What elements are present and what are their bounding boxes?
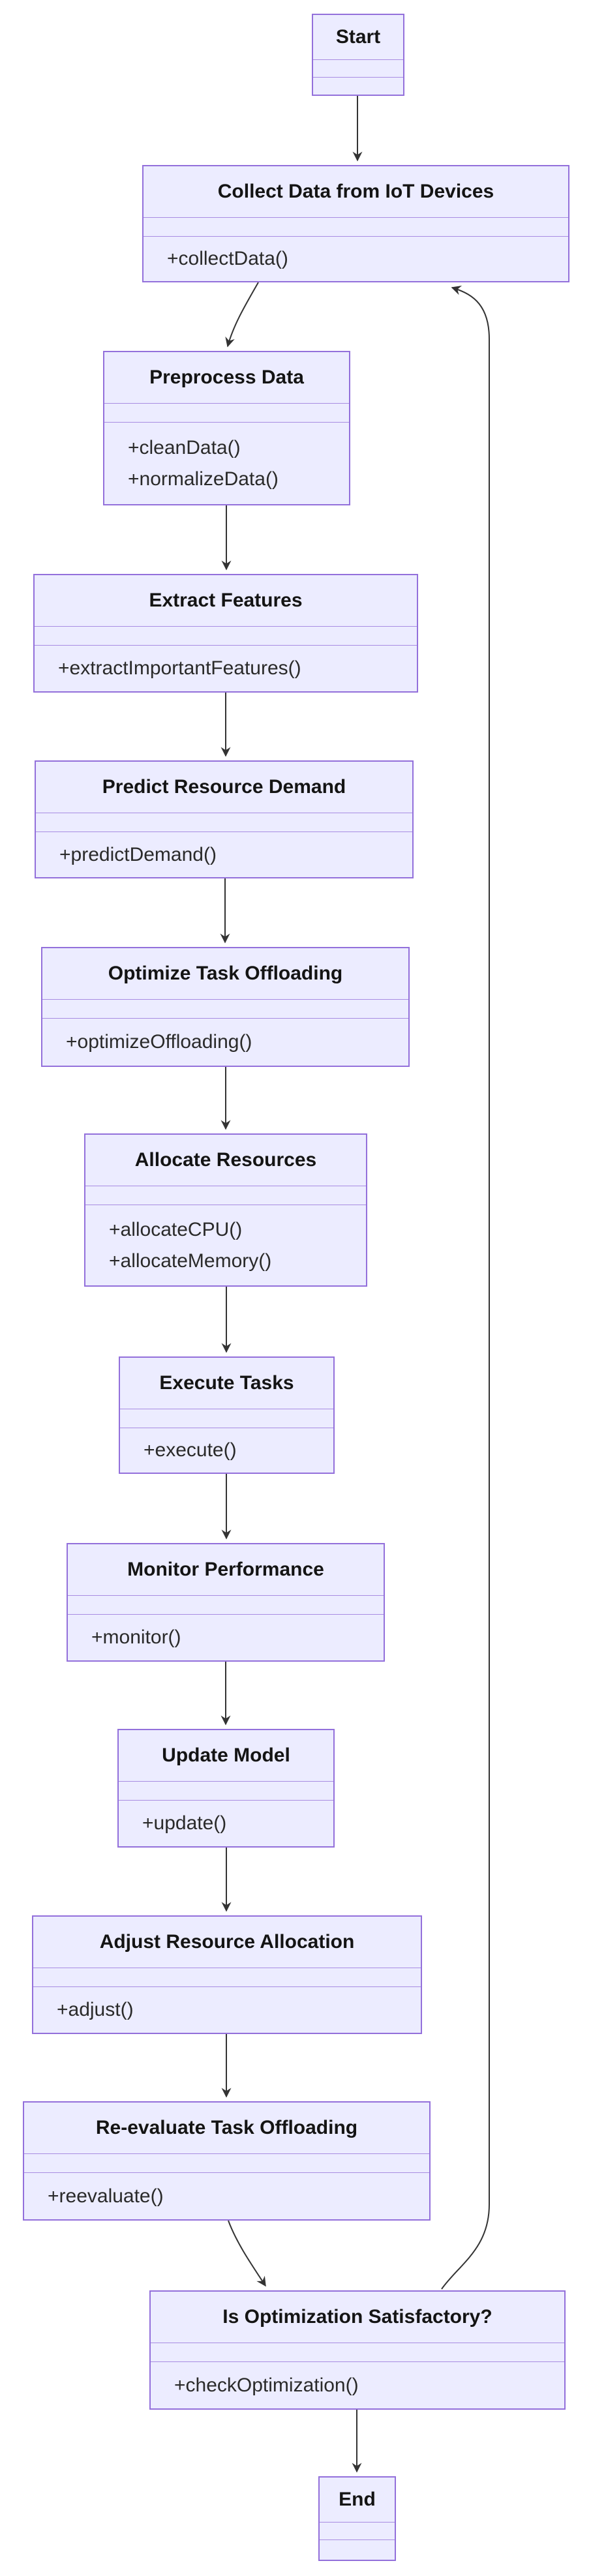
node-attributes-compartment xyxy=(42,1000,408,1019)
method-label: +monitor() xyxy=(91,1626,181,1649)
method-label: +update() xyxy=(142,1812,227,1835)
method-label: +predictDemand() xyxy=(59,843,217,865)
node-attributes-compartment xyxy=(313,60,403,78)
node-title: Monitor Performance xyxy=(68,1544,384,1596)
class-node-allocate-resources: Allocate Resources +allocateCPU() +alloc… xyxy=(84,1133,367,1287)
method-label: +normalizeData() xyxy=(128,468,279,490)
node-title: Extract Features xyxy=(35,575,417,627)
node-methods-compartment: +adjust() xyxy=(33,1987,421,2033)
edge-reevaluate-check xyxy=(228,2220,266,2287)
class-node-check-optimization: Is Optimization Satisfactory? +checkOpti… xyxy=(149,2290,566,2410)
class-node-update-model: Update Model +update() xyxy=(117,1729,335,1848)
method-label: +collectData() xyxy=(167,248,288,270)
node-title: Update Model xyxy=(119,1730,333,1782)
node-attributes-compartment xyxy=(320,2523,395,2540)
node-attributes-compartment xyxy=(119,1782,333,1801)
node-methods-compartment: +cleanData() +normalizeData() xyxy=(104,423,349,504)
method-label: +optimizeOffloading() xyxy=(66,1031,252,1053)
node-methods-compartment: +predictDemand() xyxy=(36,832,412,877)
node-methods-compartment: +optimizeOffloading() xyxy=(42,1019,408,1066)
node-attributes-compartment xyxy=(104,404,349,423)
node-title: Re-evaluate Task Offloading xyxy=(24,2103,429,2154)
node-methods-compartment: +monitor() xyxy=(68,1615,384,1660)
node-attributes-compartment xyxy=(24,2154,429,2173)
node-attributes-compartment xyxy=(151,2343,564,2362)
node-methods-compartment: +collectData() xyxy=(144,237,568,281)
node-methods-compartment: +execute() xyxy=(120,1428,333,1473)
node-title: End xyxy=(320,2478,395,2523)
node-methods-compartment xyxy=(320,2540,395,2560)
node-attributes-compartment xyxy=(85,1186,366,1205)
node-methods-compartment: +checkOptimization() xyxy=(151,2362,564,2408)
method-label: +allocateCPU() xyxy=(109,1219,243,1240)
node-title: Adjust Resource Allocation xyxy=(33,1917,421,1968)
node-methods-compartment: +update() xyxy=(119,1801,333,1846)
node-title: Execute Tasks xyxy=(120,1358,333,1409)
class-node-preprocess-data: Preprocess Data +cleanData() +normalizeD… xyxy=(103,351,350,505)
node-title: Is Optimization Satisfactory? xyxy=(151,2292,564,2343)
method-label: +adjust() xyxy=(57,1999,134,2021)
node-title: Collect Data from IoT Devices xyxy=(144,166,568,218)
node-title: Preprocess Data xyxy=(104,352,349,404)
node-title: Start xyxy=(313,15,403,60)
class-node-monitor-performance: Monitor Performance +monitor() xyxy=(67,1543,385,1662)
class-node-predict-demand: Predict Resource Demand +predictDemand() xyxy=(35,760,414,878)
node-attributes-compartment xyxy=(120,1409,333,1428)
class-node-start: Start xyxy=(312,14,404,96)
class-node-reevaluate-offloading: Re-evaluate Task Offloading +reevaluate(… xyxy=(23,2101,431,2221)
node-methods-compartment: +extractImportantFeatures() xyxy=(35,646,417,691)
node-attributes-compartment xyxy=(144,218,568,237)
class-node-extract-features: Extract Features +extractImportantFeatur… xyxy=(33,574,418,693)
node-attributes-compartment xyxy=(33,1968,421,1987)
method-label: +execute() xyxy=(144,1439,237,1461)
class-node-end: End xyxy=(318,2476,396,2561)
node-methods-compartment: +reevaluate() xyxy=(24,2173,429,2219)
node-attributes-compartment xyxy=(68,1596,384,1615)
method-label: +reevaluate() xyxy=(48,2185,164,2207)
method-label: +extractImportantFeatures() xyxy=(58,657,301,680)
node-title: Allocate Resources xyxy=(85,1135,366,1186)
edge-collect-preprocess xyxy=(225,282,259,348)
node-attributes-compartment xyxy=(35,627,417,646)
node-title: Predict Resource Demand xyxy=(36,762,412,813)
method-label: +allocateMemory() xyxy=(109,1250,272,1272)
node-title: Optimize Task Offloading xyxy=(42,948,408,1000)
node-methods-compartment: +allocateCPU() +allocateMemory() xyxy=(85,1205,366,1285)
node-methods-compartment xyxy=(313,78,403,95)
edge-feedback-check-collect xyxy=(441,285,490,2290)
class-node-collect-data: Collect Data from IoT Devices +collectDa… xyxy=(142,165,569,282)
method-label: +cleanData() xyxy=(128,437,241,458)
method-label: +checkOptimization() xyxy=(174,2374,359,2396)
node-attributes-compartment xyxy=(36,813,412,832)
class-node-adjust-allocation: Adjust Resource Allocation +adjust() xyxy=(32,1915,422,2034)
class-node-execute-tasks: Execute Tasks +execute() xyxy=(119,1356,335,1474)
class-node-optimize-offloading: Optimize Task Offloading +optimizeOffloa… xyxy=(41,947,410,1067)
